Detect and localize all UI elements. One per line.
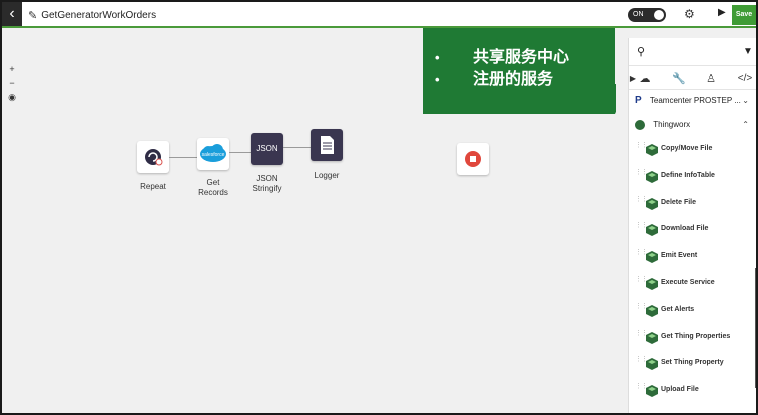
connector <box>283 147 311 148</box>
zoom-in-button[interactable]: + <box>9 64 15 74</box>
drag-handle-icon[interactable]: ⋮⋮ <box>635 276 648 283</box>
chevron-down-icon: ⌄ <box>742 96 749 105</box>
thingworx-item-icon <box>646 251 658 264</box>
zoom-controls: + − ◉ <box>7 62 17 104</box>
teamcenter-logo-icon: P <box>635 95 642 106</box>
salesforce-cloud-icon: salesforce <box>200 144 226 162</box>
palette-search[interactable]: ⚲ ▼ <box>629 38 756 66</box>
repeat-icon <box>145 149 163 166</box>
thingworx-logo-icon <box>635 119 645 130</box>
drag-handle-icon[interactable]: ⋮⋮ <box>635 168 648 176</box>
palette-item[interactable]: ⋮⋮ Set Thing Property <box>635 356 753 372</box>
thingworx-item-icon <box>646 170 658 183</box>
tab-cloud-icon[interactable]: ☁ <box>639 73 651 85</box>
connector <box>169 157 197 158</box>
drag-handle-icon[interactable]: ⋮⋮ <box>635 222 648 230</box>
back-button[interactable]: ‹ <box>2 2 22 26</box>
pencil-icon: ✎ <box>28 9 38 22</box>
drag-handle-icon[interactable]: ⋮⋮ <box>635 383 648 391</box>
palette-item[interactable]: ⋮⋮ Get Alerts <box>635 303 753 319</box>
palette-scrollbar[interactable] <box>755 268 756 388</box>
get-records-node[interactable]: salesforce <box>197 138 229 170</box>
category-thingworx[interactable]: Thingworx ⌃ <box>635 118 753 132</box>
zoom-reset-icon[interactable]: ◉ <box>8 92 16 102</box>
save-button[interactable]: Save <box>732 5 756 25</box>
palette-item[interactable]: ⋮⋮ Execute Service <box>635 276 753 292</box>
drag-handle-icon[interactable]: ⋮⋮ <box>635 302 648 310</box>
annotation-callout: 共享服务中心 注册的服务 <box>423 28 615 114</box>
drag-handle-icon[interactable]: ⋮⋮ <box>635 249 648 257</box>
thingworx-item-icon <box>646 144 658 156</box>
connector <box>229 152 251 153</box>
tab-sensor-icon[interactable]: ♙ <box>706 73 716 85</box>
chevron-left-icon: ‹ <box>9 5 15 22</box>
palette-item[interactable]: ⋮⋮ Delete File <box>635 196 753 212</box>
palette-item[interactable]: ⋮⋮ Get Thing Properties <box>635 330 753 346</box>
palette-tabs: ▶ ☁ 🔧 ♙ </> <box>629 68 756 90</box>
activity-palette: ⚲ ▼ ▶ ☁ 🔧 ♙ </> P Teamcenter PROSTEP ...… <box>628 38 756 413</box>
json-stringify-label: JSON Stringify <box>252 174 282 193</box>
palette-item-label: Copy/Move File <box>661 145 713 152</box>
thingworx-item-icon <box>646 304 658 317</box>
drag-handle-icon[interactable]: ⋮⋮ <box>635 329 648 337</box>
get-records-label: Get Records <box>198 178 228 197</box>
json-stringify-node[interactable]: JSON <box>251 133 283 165</box>
callout-bullet: 注册的服务 <box>423 69 615 91</box>
flow-title-text: GetGeneratorWorkOrders <box>41 9 157 21</box>
toggle-knob <box>654 10 664 20</box>
palette-item[interactable]: ⋮⋮ Copy/Move File <box>635 142 753 158</box>
search-icon[interactable]: ⚲ <box>637 46 646 58</box>
palette-item-label: Delete File <box>661 198 697 206</box>
palette-item-label: Define InfoTable <box>661 171 715 179</box>
palette-item[interactable]: ⋮⋮ Download File <box>635 222 753 238</box>
top-bar: ‹ ✎ GetGeneratorWorkOrders ON ⚙ ▶ Save <box>2 2 756 28</box>
palette-item-label: Emit Event <box>661 252 698 260</box>
stop-icon <box>465 151 481 167</box>
gear-icon[interactable]: ⚙ <box>684 7 695 21</box>
thingworx-item-icon <box>646 224 658 237</box>
play-icon[interactable]: ▶ <box>718 7 726 18</box>
thingworx-item-icon <box>646 331 658 344</box>
drag-handle-icon[interactable]: ⋮⋮ <box>635 356 648 364</box>
thingworx-item-icon <box>646 197 658 210</box>
palette-item-label: Set Thing Property <box>661 359 724 367</box>
repeat-node[interactable] <box>137 141 169 173</box>
category-label: Teamcenter PROSTEP ... <box>649 96 741 105</box>
thingworx-item-icon <box>646 385 658 398</box>
thingworx-item-icon <box>646 278 658 290</box>
chevron-up-icon: ⌃ <box>742 120 749 129</box>
category-teamcenter[interactable]: P Teamcenter PROSTEP ... ⌄ <box>635 94 753 108</box>
flow-title[interactable]: ✎ GetGeneratorWorkOrders <box>28 7 156 23</box>
callout-bullet: 共享服务中心 <box>423 47 615 69</box>
stop-node[interactable] <box>457 143 489 175</box>
toggle-label: ON <box>633 11 644 18</box>
logger-node[interactable] <box>311 129 343 161</box>
drag-handle-icon[interactable]: ⋮⋮ <box>635 142 648 149</box>
palette-item-label: Upload File <box>661 386 699 394</box>
zoom-out-button[interactable]: − <box>9 78 15 88</box>
palette-item-label: Get Alerts <box>661 305 695 313</box>
salesforce-logo-text: salesforce <box>202 152 225 158</box>
logger-label: Logger <box>314 171 340 180</box>
repeat-label: Repeat <box>140 182 166 191</box>
palette-item-label: Get Thing Properties <box>661 332 731 340</box>
category-label: Thingworx <box>653 120 691 129</box>
palette-item[interactable]: ⋮⋮ Emit Event <box>635 249 753 265</box>
palette-item-label: Execute Service <box>661 279 715 286</box>
json-icon-text: JSON <box>256 144 278 153</box>
tab-wrench-icon[interactable]: 🔧 <box>672 73 686 85</box>
drag-handle-icon[interactable]: ⋮⋮ <box>635 195 648 203</box>
tab-play-icon[interactable]: ▶ <box>629 74 637 83</box>
on-off-toggle[interactable]: ON <box>628 8 666 22</box>
tab-code-icon[interactable]: </> <box>737 73 753 84</box>
palette-item[interactable]: ⋮⋮ Define InfoTable <box>635 169 753 185</box>
palette-item[interactable]: ⋮⋮ Upload File <box>635 383 753 399</box>
filter-icon[interactable]: ▼ <box>743 46 753 57</box>
palette-item-label: Download File <box>661 225 709 233</box>
log-document-icon <box>321 136 334 154</box>
thingworx-item-icon <box>646 358 658 371</box>
